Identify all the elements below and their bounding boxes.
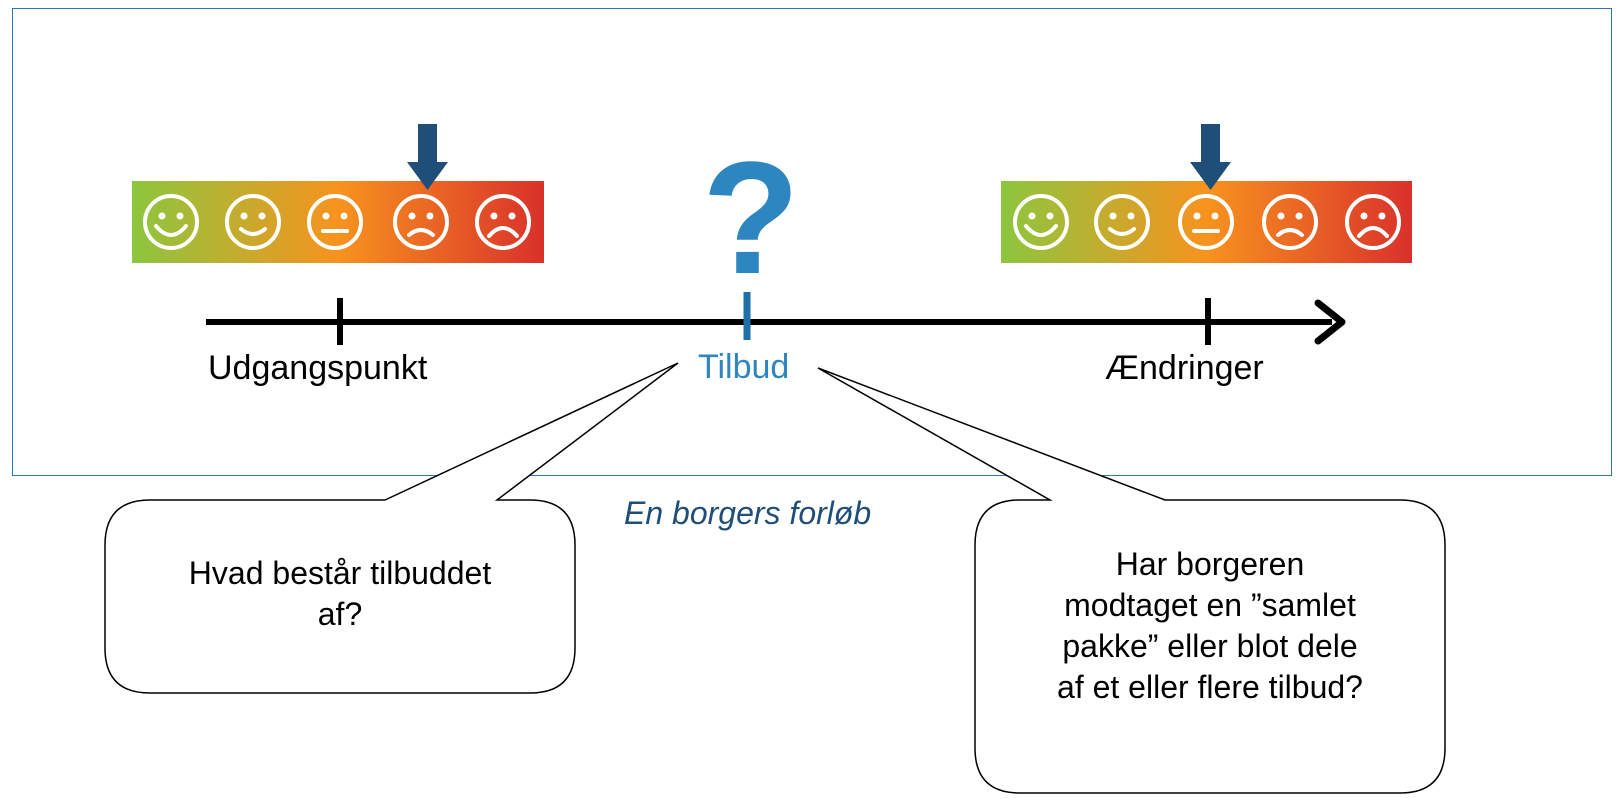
label-tilbud: Tilbud	[698, 348, 790, 386]
label-aendringer: Ændringer	[1105, 349, 1264, 387]
scale-gradient-bar	[1001, 181, 1412, 263]
callout-left-line: Hvad består tilbuddet	[188, 555, 492, 591]
callout-right-line: pakke” eller blot dele	[1062, 628, 1358, 664]
happy-face-icon	[1094, 194, 1150, 250]
neutral-face-icon	[1178, 194, 1234, 250]
very-sad-face-icon	[1345, 194, 1401, 250]
very-happy-face-icon	[143, 194, 199, 250]
callout-left-text: Hvad består tilbuddet af?	[106, 553, 574, 635]
very-happy-face-icon	[1013, 194, 1069, 250]
selection-arrow-down-icon	[407, 124, 448, 190]
rating-scale-change	[1001, 124, 1412, 263]
callout-right-line: Har borgeren	[1115, 546, 1305, 582]
selection-arrow-down-icon	[1190, 124, 1231, 190]
diagram-frame	[12, 8, 1612, 476]
callout-bubble-left	[104, 362, 679, 694]
caption: En borgers forløb	[624, 495, 872, 531]
callout-right-line: modtaget en ”samlet	[1064, 587, 1356, 623]
sad-face-icon	[393, 194, 449, 250]
sad-face-icon	[1262, 194, 1318, 250]
timeline-arrowhead	[1314, 299, 1346, 345]
scale-gradient-bar	[132, 181, 544, 263]
callout-right-text: Har borgeren modtaget en ”samlet pakke” …	[976, 544, 1444, 708]
happy-face-icon	[225, 194, 281, 250]
callout-right-line: af et eller flere tilbud?	[1057, 669, 1363, 705]
neutral-face-icon	[307, 194, 363, 250]
callout-left-line: af?	[317, 596, 363, 632]
very-sad-face-icon	[475, 194, 531, 250]
rating-scale-start	[132, 124, 544, 263]
callout-bubble-right	[817, 367, 1446, 794]
label-udgangspunkt: Udgangspunkt	[208, 349, 428, 387]
question-mark: ?	[702, 128, 800, 307]
